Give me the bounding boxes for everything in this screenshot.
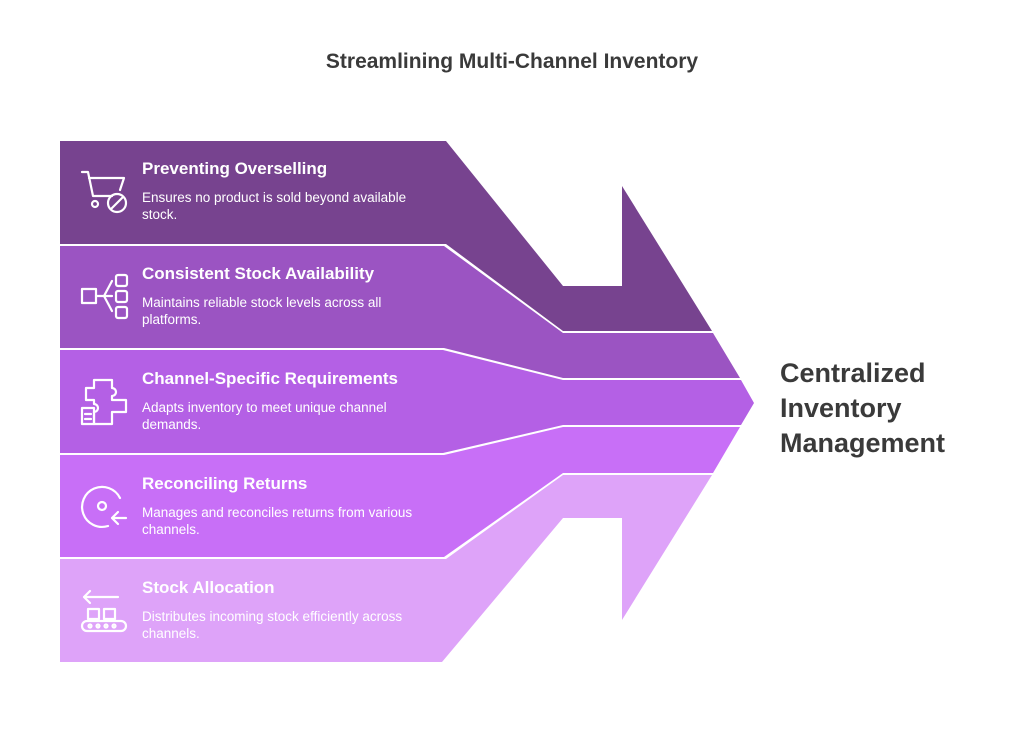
return-arrow-circle-icon — [81, 485, 128, 528]
row-description: Manages and reconciles returns from vari… — [142, 505, 413, 537]
band-consistent-stock-availability — [60, 246, 740, 378]
row-heading: Stock Allocation — [142, 578, 275, 597]
conveyor-arrow-icon — [80, 589, 128, 633]
diagram-title: Streamlining Multi-Channel Inventory — [325, 50, 699, 73]
band-stock-allocation — [60, 475, 712, 662]
row-heading: Consistent Stock Availability — [142, 264, 375, 283]
puzzle-document-icon — [80, 378, 128, 426]
row-description: Maintains reliable stock levels across a… — [142, 295, 382, 327]
row-description: Distributes incoming stock efficiently a… — [142, 609, 403, 641]
outcome-label: Centralized Inventory Management — [780, 358, 946, 458]
band-channel-specific-requirements — [60, 350, 754, 453]
row-heading: Reconciling Returns — [142, 474, 308, 493]
cart-prohibited-icon — [80, 170, 128, 214]
row-heading: Preventing Overselling — [142, 159, 328, 178]
band-preventing-overselling — [60, 141, 712, 331]
band-reconciling-returns — [60, 427, 740, 557]
row-heading: Channel-Specific Requirements — [142, 369, 399, 388]
distribution-network-icon — [80, 273, 129, 320]
row-description: Ensures no product is sold beyond availa… — [142, 190, 407, 222]
